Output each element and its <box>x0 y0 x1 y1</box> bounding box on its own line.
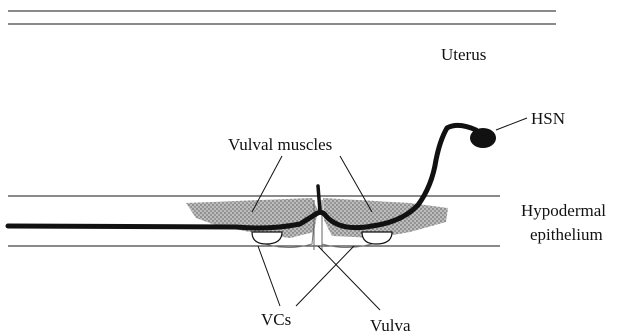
vc-cell-right <box>362 232 392 244</box>
hypodermal-label-line1: Hypodermal <box>521 201 606 220</box>
vcs-leader-right <box>296 246 354 306</box>
vulva-leader <box>318 246 380 310</box>
uterus-label: Uterus <box>441 45 486 64</box>
vc-cell-left <box>252 232 282 244</box>
hypodermal-label-line2: epithelium <box>530 225 603 244</box>
vulval-muscles-label: Vulval muscles <box>228 135 332 154</box>
hsn-vulval-process <box>318 186 320 212</box>
hsn-leader <box>496 118 527 130</box>
hsn-cell-body <box>470 128 496 148</box>
vulva-label: Vulva <box>370 316 411 335</box>
vcs-leader-left <box>258 246 280 306</box>
hsn-label: HSN <box>531 109 565 128</box>
vcs-label: VCs <box>261 310 291 329</box>
